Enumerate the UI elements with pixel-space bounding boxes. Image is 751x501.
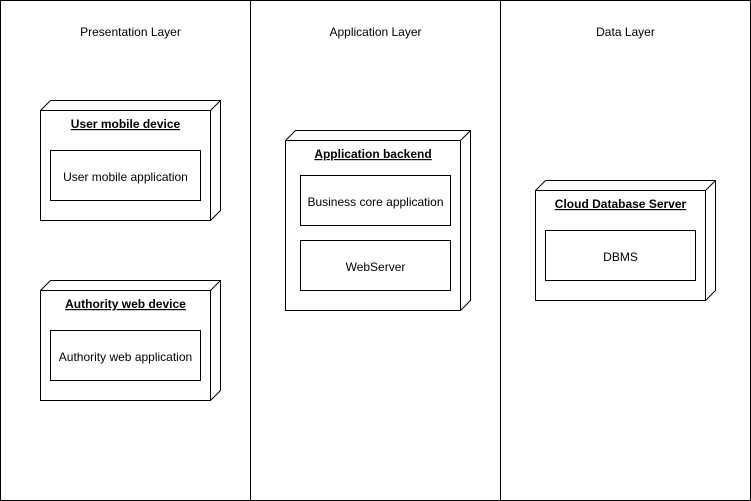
node-title: User mobile device — [71, 117, 181, 131]
node-application-backend[interactable]: Application backend Business core applic… — [285, 130, 471, 311]
lane-presentation-border — [0, 0, 251, 501]
component-box — [300, 175, 451, 226]
lane-application-label: Application Layer — [329, 25, 421, 39]
component-box — [50, 330, 201, 381]
component-box — [300, 240, 451, 291]
node-title: Cloud Database Server — [555, 197, 687, 211]
component-webserver[interactable]: WebServer — [300, 240, 451, 291]
node-cloud-database-server[interactable]: Cloud Database Server DBMS — [535, 180, 716, 301]
node-authority-web-device[interactable]: Authority web device Authority web appli… — [40, 280, 221, 401]
component-label: Business core application — [307, 195, 443, 209]
component-box — [545, 230, 696, 281]
node-3d-edge — [705, 180, 716, 191]
component-user-mobile-application[interactable]: User mobile application — [50, 150, 201, 201]
component-authority-web-application[interactable]: Authority web application — [50, 330, 201, 381]
component-dbms[interactable]: DBMS — [545, 230, 696, 281]
component-label: User mobile application — [63, 170, 188, 184]
component-box — [50, 150, 201, 201]
lane-presentation-label: Presentation Layer — [80, 25, 181, 39]
lane-data-label: Data Layer — [596, 25, 655, 39]
component-label: Authority web application — [59, 350, 192, 364]
node-3d-edge — [460, 130, 471, 141]
node-3d-edge — [210, 100, 221, 111]
component-business-core-application[interactable]: Business core application — [300, 175, 451, 226]
node-user-mobile-device[interactable]: User mobile device User mobile applicati… — [40, 100, 221, 221]
component-label: DBMS — [603, 250, 638, 264]
node-title: Authority web device — [65, 297, 186, 311]
node-title: Application backend — [314, 147, 431, 161]
lane-presentation: Presentation Layer — [0, 0, 251, 501]
node-3d-edge — [210, 280, 221, 291]
component-label: WebServer — [346, 260, 406, 274]
